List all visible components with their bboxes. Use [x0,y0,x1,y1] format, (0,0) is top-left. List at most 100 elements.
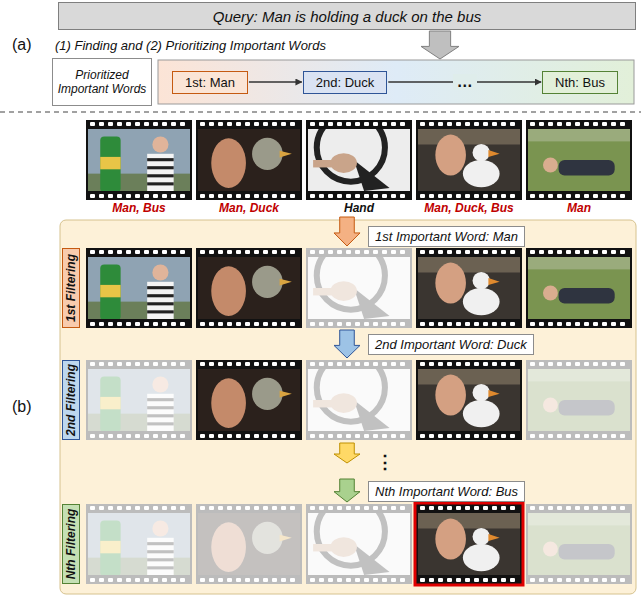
text-box: 1st: Man [172,71,248,94]
sprocket-hole [272,122,277,126]
sprocket-hole [429,194,434,198]
sprocket-hole [153,122,158,126]
sprocket-hole [456,578,461,582]
sprocket-hole [456,194,461,198]
sprocket-hole [144,122,149,126]
frame-image [198,129,300,191]
sprocket-hole [227,194,232,198]
sprocket-hole [272,194,277,198]
sprocket-hole [391,194,396,198]
sprocket-hole [602,250,607,254]
sprocket-hole [465,250,470,254]
sprocket-hole [337,122,342,126]
bottle [100,264,120,319]
sprocket-hole [382,122,387,126]
sprocket-hole [236,250,241,254]
sprocket-hole [474,434,479,438]
sprocket-hole [254,362,259,366]
sprocket-hole [429,578,434,582]
sprocket-hole [438,434,443,438]
sprocket-hole [474,362,479,366]
text-label: Hand [344,201,374,215]
duck-beak [488,534,499,541]
sprocket-hole [602,122,607,126]
sprocket-hole [99,122,104,126]
greyed-overlay [306,360,412,440]
film-strip [526,248,632,328]
sprocket-hole [162,194,167,198]
sprocket-hole [290,362,295,366]
sprocket-hole [117,194,122,198]
sprocket-hole [162,322,167,326]
edge-label: … [453,74,477,90]
film-strip [196,248,302,328]
sprocket-hole [281,434,286,438]
sprocket-hole [90,250,95,254]
sprocket-hole [108,194,113,198]
box-text: Query: Man is holding a duck on the bus [213,8,482,25]
film-strip [86,248,192,328]
striped-shirt [147,154,174,191]
sprocket-hole [611,322,616,326]
selected-outline [415,503,523,585]
sprocket-hole [483,122,488,126]
shirt-stripe [147,302,174,305]
sprocket-hole [530,322,535,326]
sprocket-hole [566,194,571,198]
box-text: Nth Important Word: Bus [375,484,518,499]
sprocket-hole [566,250,571,254]
text-label: Man, Duck [219,201,279,215]
bus-window [418,369,520,385]
sprocket-hole [429,362,434,366]
sprocket-hole [557,322,562,326]
sprocket-hole [272,250,277,254]
sprocket-hole [539,322,544,326]
sprocket-hole [108,122,113,126]
sprocket-hole [209,194,214,198]
film-frame [526,504,632,584]
person-face [211,266,246,316]
sprocket-hole [492,250,497,254]
film-frame [306,114,412,200]
sprocket-hole [117,322,122,326]
sprocket-hole [492,506,497,510]
sprocket-hole [447,506,452,510]
sprocket-hole [438,362,443,366]
film-frame [196,360,302,440]
sprocket-hole [153,194,158,198]
sprocket-hole [593,250,598,254]
sprocket-hole [420,250,425,254]
sprocket-hole [420,434,425,438]
film-strip [196,360,302,440]
sprocket-hole [209,250,214,254]
sprocket-hole [429,506,434,510]
duck-body [463,160,500,187]
frame-image [198,369,300,431]
greyed-overlay [526,360,632,440]
sprocket-hole [539,250,544,254]
photo-background [418,257,520,319]
sprocket-hole [263,194,268,198]
sprocket-hole [420,362,425,366]
frame-image [418,257,520,319]
sprocket-hole [530,194,535,198]
text-label: Man, Duck, Bus [424,201,513,215]
sprocket-hole [346,122,351,126]
sprocket-hole [263,322,268,326]
sprocket-hole [254,434,259,438]
text-box: Prioritized Important Words [52,58,152,106]
sprocket-hole [290,122,295,126]
sprocket-hole [575,122,580,126]
filter-arrow [334,443,360,463]
sprocket-hole [474,194,479,198]
sprocket-hole [501,506,506,510]
sign-arrow [354,160,390,191]
sprocket-hole [620,322,625,326]
person-face [435,519,466,560]
shirt-stripe [147,166,174,169]
sprocket-hole [180,122,185,126]
film-strip [306,360,412,440]
film-strip [416,248,522,328]
film-frame [86,504,192,584]
box-text: 2nd Important Word: Duck [375,337,527,352]
